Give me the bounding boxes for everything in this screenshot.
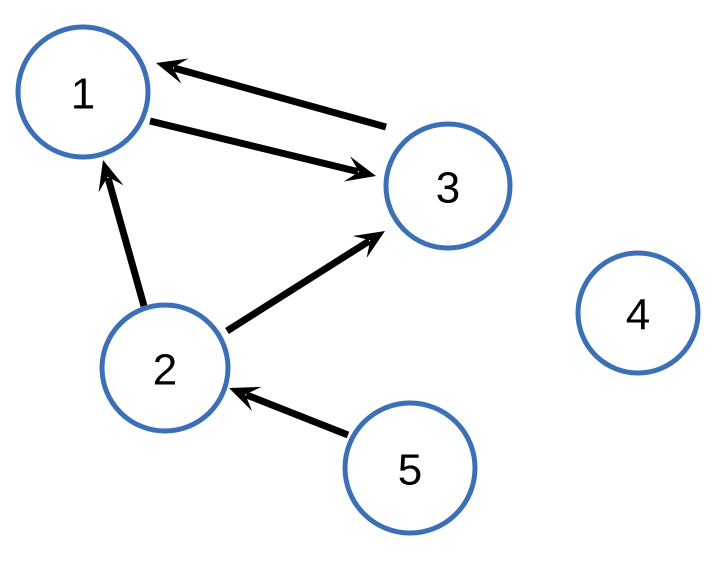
edge-shaft [104,176,148,307]
edges-layer [98,58,387,439]
arrow-head [156,58,189,84]
node-label-5: 5 [398,446,422,495]
edge-2-to-3 [225,231,385,334]
node-3[interactable]: 3 [383,121,513,251]
node-label-3: 3 [436,164,460,213]
node-label-4: 4 [626,291,650,340]
node-4[interactable]: 4 [575,250,701,376]
node-label-2: 2 [153,346,177,395]
edge-5-to-2 [229,386,350,439]
edge-3-to-1 [156,58,387,131]
node-2[interactable]: 2 [99,302,231,434]
node-circle-5[interactable] [342,400,478,536]
node-circle-4[interactable] [575,250,701,376]
arrow-head [229,386,262,412]
edge-shaft [225,237,372,334]
node-5[interactable]: 5 [342,400,478,536]
node-1[interactable]: 1 [15,24,151,160]
arrow-head [352,231,385,259]
arrow-head [343,156,376,182]
node-circle-3[interactable] [383,121,513,251]
node-circle-2[interactable] [99,302,231,434]
edge-2-to-1 [98,160,148,307]
node-label-1: 1 [71,70,95,119]
node-circle-1[interactable] [15,24,151,160]
edge-shaft [245,391,350,439]
arrow-head [98,160,124,193]
edge-shaft [172,64,387,131]
edge-shaft [149,117,359,176]
edge-1-to-3 [149,117,376,182]
nodes-layer: 1 2 3 4 5 [15,24,701,536]
